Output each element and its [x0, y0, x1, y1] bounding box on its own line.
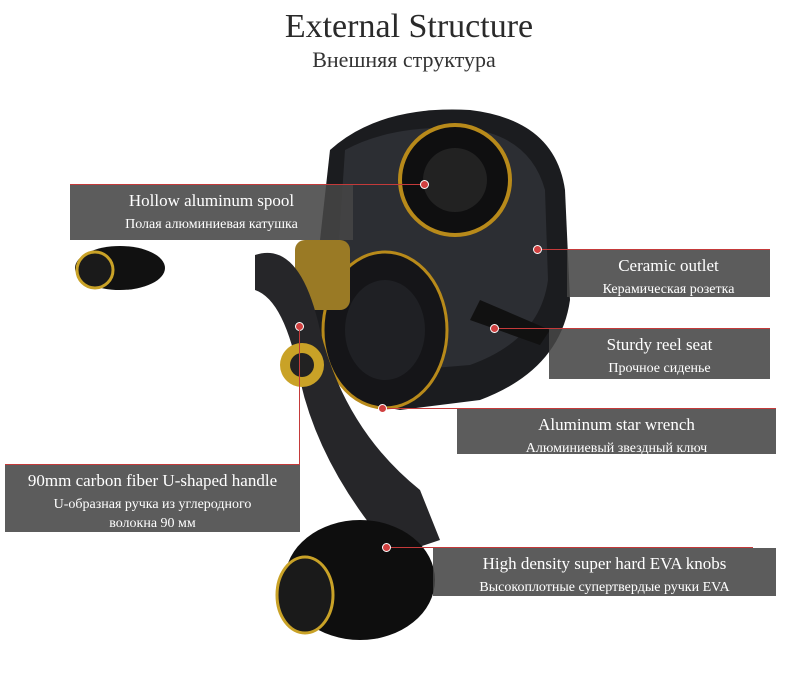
marker-dot: [378, 404, 387, 413]
callout-star-wrench-en: Aluminum star wrench: [538, 415, 695, 434]
callout-star-wrench: Aluminum star wrench Алюминиевый звездны…: [457, 409, 776, 456]
page-subtitle: Внешняя структура: [312, 47, 496, 72]
leader-line: [5, 464, 300, 465]
callout-hollow-spool: Hollow aluminum spool Полая алюминиевая …: [70, 185, 353, 240]
callout-ceramic-outlet-en: Ceramic outlet: [618, 256, 719, 275]
leader-line: [538, 249, 770, 250]
leader-line: [299, 330, 300, 464]
callout-reel-seat-en: Sturdy reel seat: [606, 335, 713, 354]
callout-eva-knobs-en: High density super hard EVA knobs: [482, 554, 727, 573]
leader-line: [70, 184, 425, 185]
leader-line: [495, 328, 770, 329]
marker-dot: [420, 180, 429, 189]
callout-reel-seat-ru: Прочное сиденье: [608, 361, 711, 376]
callout-hollow-spool-ru: Полая алюминиевая катушка: [125, 217, 298, 232]
callout-star-wrench-ru: Алюминиевый звездный ключ: [525, 441, 708, 456]
callout-carbon-handle-ru: U-образная ручка из углеродного волокна …: [53, 497, 252, 531]
callout-reel-seat: Sturdy reel seat Прочное сиденье: [549, 329, 770, 379]
callout-eva-knobs: High density super hard EVA knobs Высоко…: [433, 548, 776, 596]
callout-ceramic-outlet: Ceramic outlet Керамическая розетка: [567, 250, 770, 297]
callout-ceramic-outlet-ru: Керамическая розетка: [602, 282, 735, 297]
marker-dot: [490, 324, 499, 333]
marker-dot: [382, 543, 391, 552]
leader-line: [383, 408, 776, 409]
page-title: External Structure: [284, 8, 534, 45]
callout-carbon-handle-en: 90mm carbon fiber U-shaped handle: [27, 471, 278, 490]
callout-carbon-handle: 90mm carbon fiber U-shaped handle U-обра…: [5, 465, 300, 532]
marker-dot: [533, 245, 542, 254]
callout-hollow-spool-en: Hollow aluminum spool: [128, 191, 295, 210]
callout-eva-knobs-ru: Высокоплотные супертвердые ручки EVA: [479, 580, 730, 595]
leader-line: [387, 547, 753, 548]
